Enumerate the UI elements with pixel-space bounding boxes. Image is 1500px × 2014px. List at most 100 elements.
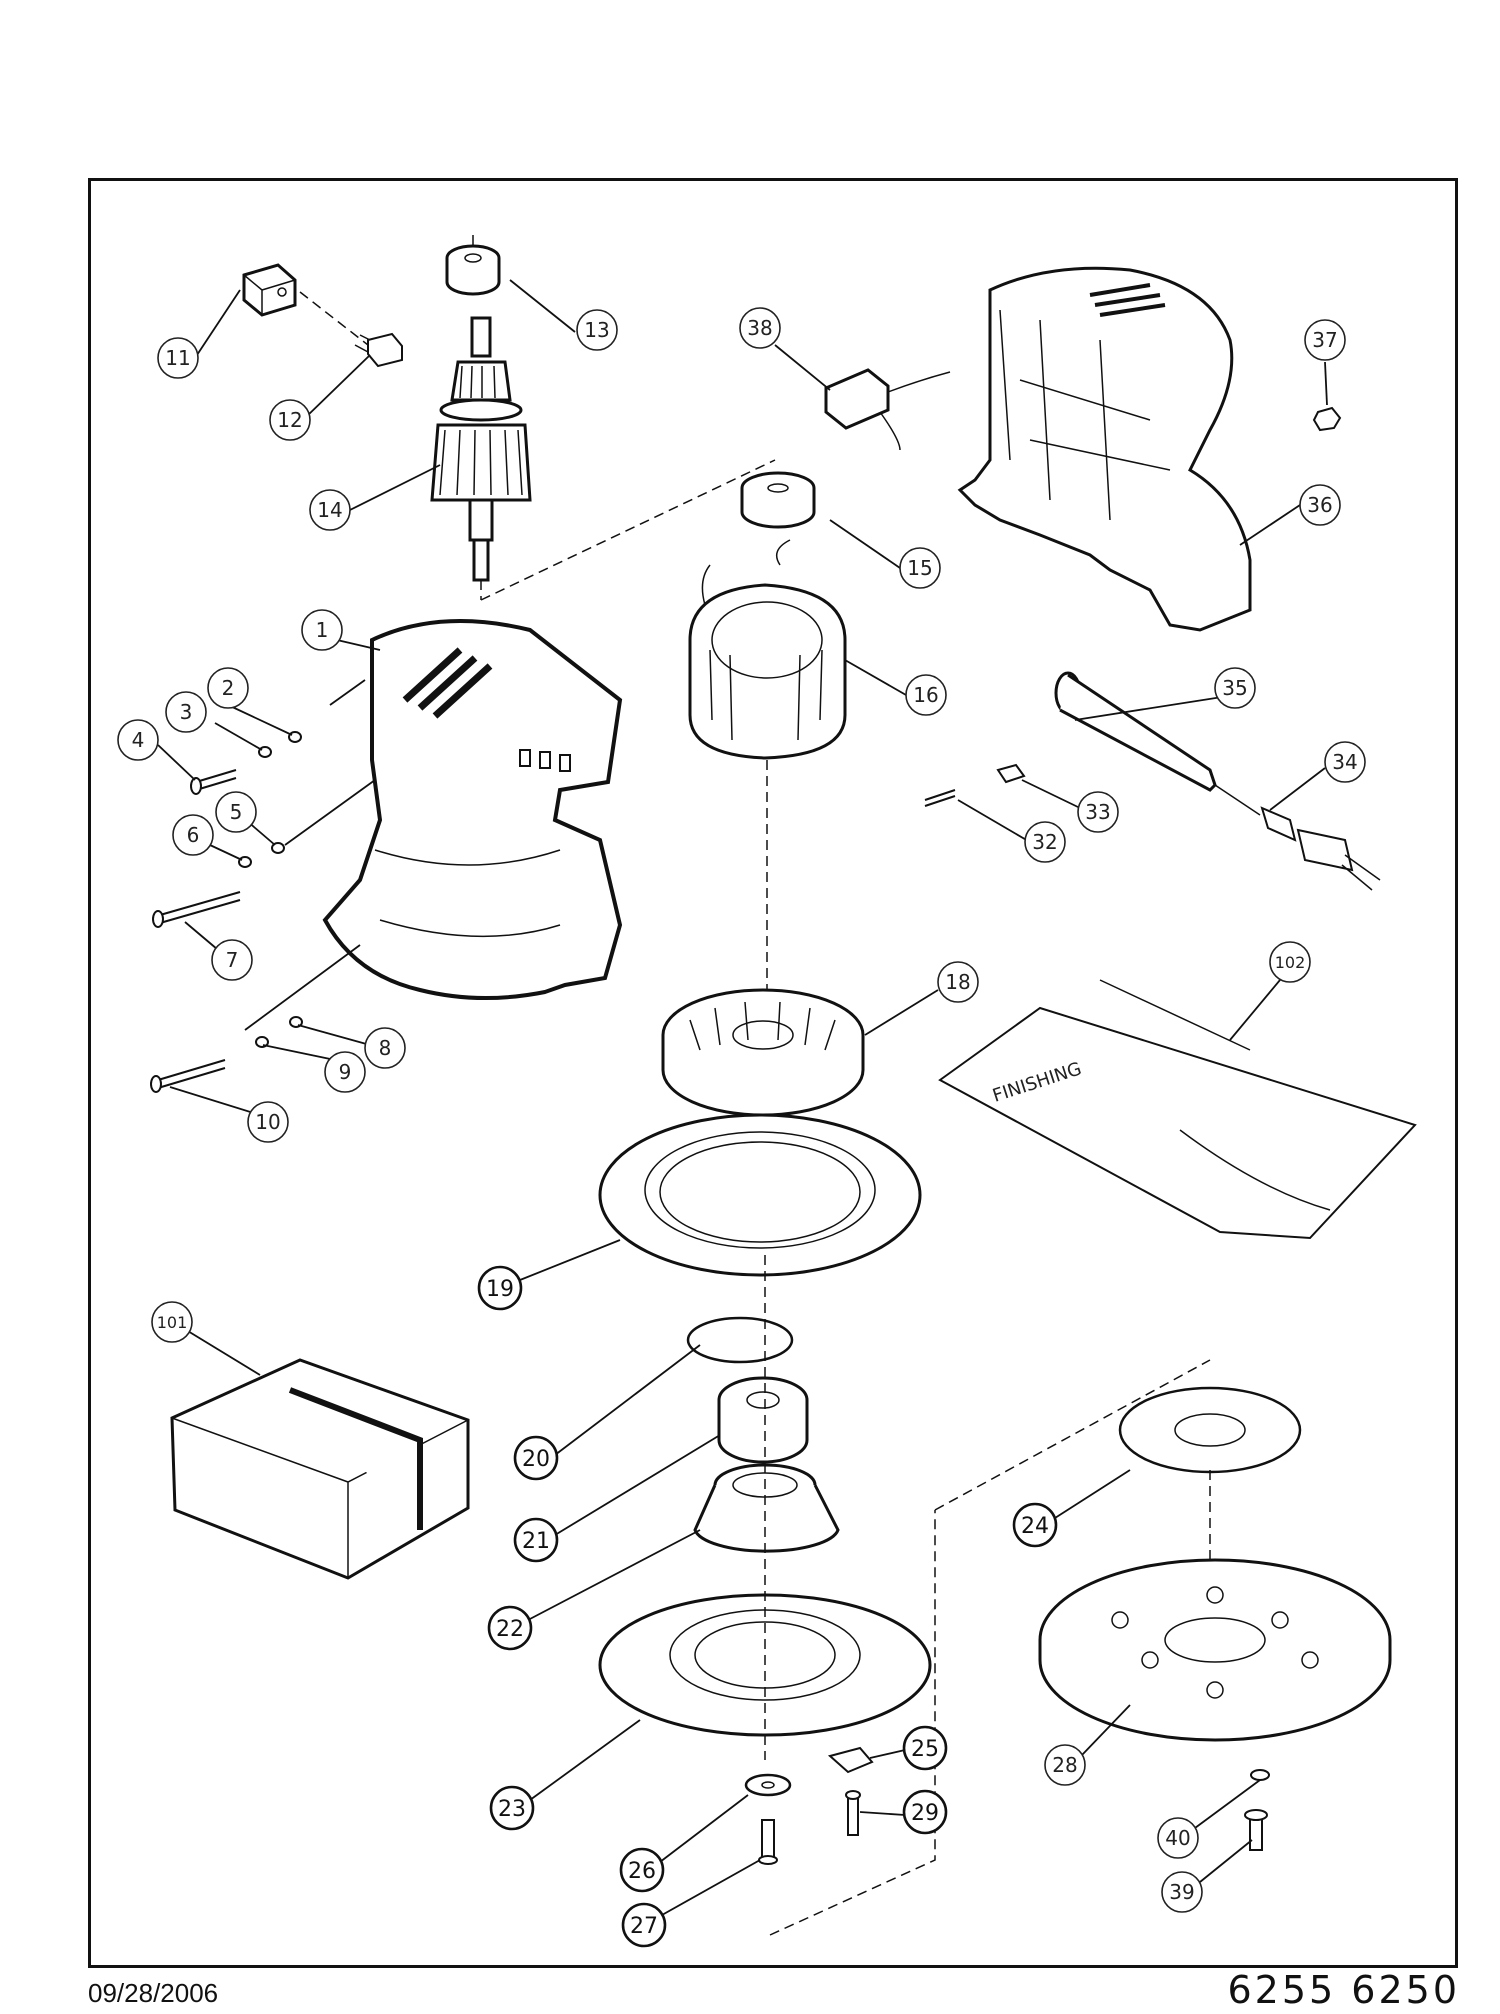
part-24-cushion xyxy=(1118,1386,1302,1474)
diagram-frame xyxy=(88,178,1458,1968)
svg-text:20: 20 xyxy=(522,1447,550,1472)
callout-2: 2 xyxy=(207,667,249,709)
callout-32: 32 xyxy=(1024,821,1066,863)
part-38-switch xyxy=(824,368,951,451)
part-22-balancer xyxy=(693,1463,840,1553)
svg-text:1: 1 xyxy=(316,618,329,642)
callout-5: 5 xyxy=(215,791,257,833)
part-26-washer xyxy=(744,1773,792,1797)
callout-1: 1 xyxy=(301,609,343,651)
svg-text:23: 23 xyxy=(498,1797,526,1822)
callout-28: 28 xyxy=(1044,1744,1086,1786)
svg-text:39: 39 xyxy=(1169,1880,1194,1904)
part-18-fan xyxy=(661,988,865,1117)
callout-13: 13 xyxy=(576,309,618,351)
svg-text:5: 5 xyxy=(230,800,243,824)
svg-text:6: 6 xyxy=(187,823,200,847)
callout-29: 29 xyxy=(902,1789,948,1835)
svg-text:33: 33 xyxy=(1085,800,1110,824)
svg-text:22: 22 xyxy=(496,1617,524,1642)
svg-text:3: 3 xyxy=(180,700,193,724)
part-16-field-stator xyxy=(688,539,847,760)
part-40-washer xyxy=(1250,1769,1270,1781)
part-7-screw xyxy=(152,891,241,928)
part-13-bearing xyxy=(445,244,501,296)
svg-text:34: 34 xyxy=(1332,750,1357,774)
callout-26: 26 xyxy=(619,1847,665,1893)
callout-38: 38 xyxy=(739,307,781,349)
svg-text:8: 8 xyxy=(379,1036,392,1060)
footer-model-numbers: 6255 6250 xyxy=(1227,1968,1460,2012)
svg-text:36: 36 xyxy=(1307,493,1332,517)
footer-date: 09/28/2006 xyxy=(88,1978,219,2008)
callout-39: 39 xyxy=(1161,1871,1203,1913)
callout-7: 7 xyxy=(211,939,253,981)
callout-3: 3 xyxy=(165,691,207,733)
part-36-housing-half xyxy=(957,266,1252,632)
svg-text:102: 102 xyxy=(1275,953,1306,972)
callout-21: 21 xyxy=(513,1517,559,1563)
svg-text:18: 18 xyxy=(945,970,970,994)
svg-text:13: 13 xyxy=(584,318,609,342)
svg-text:101: 101 xyxy=(157,1313,188,1332)
callout-11: 11 xyxy=(157,337,199,379)
part-33-cord-clamp xyxy=(996,763,1026,784)
callout-22: 22 xyxy=(487,1605,533,1651)
callout-102: 102 xyxy=(1269,941,1311,983)
part-4-screw xyxy=(190,769,237,795)
callout-6: 6 xyxy=(172,814,214,856)
part-20-retaining-ring xyxy=(686,1316,794,1364)
svg-text:24: 24 xyxy=(1021,1514,1049,1539)
svg-text:7: 7 xyxy=(226,948,239,972)
leader-lines xyxy=(157,279,1328,1916)
callout-4: 4 xyxy=(117,719,159,761)
part-28-pad xyxy=(1038,1558,1392,1742)
callout-27: 27 xyxy=(621,1902,667,1948)
svg-text:15: 15 xyxy=(907,556,932,580)
part-25-plate xyxy=(827,1746,874,1774)
svg-text:14: 14 xyxy=(317,498,342,522)
svg-text:21: 21 xyxy=(522,1529,550,1554)
callout-23: 23 xyxy=(489,1785,535,1831)
part-10-screw xyxy=(150,1059,226,1093)
part-37-nut xyxy=(1312,406,1342,432)
washers-2-3-5-6-8-9 xyxy=(238,731,303,1048)
part-29-screw xyxy=(845,1790,861,1836)
part-12-carbon-brush xyxy=(354,332,403,368)
callout-10: 10 xyxy=(247,1101,289,1143)
callout-35: 35 xyxy=(1214,667,1256,709)
callout-8: 8 xyxy=(364,1027,406,1069)
svg-text:19: 19 xyxy=(486,1277,514,1302)
svg-text:2: 2 xyxy=(222,676,235,700)
callout-18: 18 xyxy=(937,961,979,1003)
callout-16: 16 xyxy=(905,674,947,716)
callout-24: 24 xyxy=(1012,1502,1058,1548)
callout-36: 36 xyxy=(1299,484,1341,526)
part-1-housing xyxy=(322,619,623,1000)
part-34-cord xyxy=(1214,784,1381,891)
callout-33: 33 xyxy=(1077,791,1119,833)
svg-text:40: 40 xyxy=(1165,1826,1190,1850)
svg-text:10: 10 xyxy=(255,1110,280,1134)
part-15-bearing xyxy=(740,471,816,529)
callout-20: 20 xyxy=(513,1435,559,1481)
callout-14: 14 xyxy=(309,489,351,531)
part-102-instruction-manual: FINISHING xyxy=(938,979,1417,1240)
svg-text:38: 38 xyxy=(747,316,772,340)
part-35-cord-guard xyxy=(1054,671,1217,792)
part-14-armature xyxy=(430,316,532,582)
part-101-carrying-bag xyxy=(170,1358,470,1580)
svg-text:4: 4 xyxy=(132,728,145,752)
svg-text:28: 28 xyxy=(1052,1753,1077,1777)
svg-text:25: 25 xyxy=(911,1737,939,1762)
svg-text:35: 35 xyxy=(1222,676,1247,700)
callout-34: 34 xyxy=(1324,741,1366,783)
svg-text:26: 26 xyxy=(628,1859,656,1884)
callout-19: 19 xyxy=(477,1265,523,1311)
svg-text:32: 32 xyxy=(1032,830,1057,854)
callout-101: 101 xyxy=(151,1301,193,1343)
callout-37: 37 xyxy=(1304,319,1346,361)
callout-25: 25 xyxy=(902,1725,948,1771)
svg-text:12: 12 xyxy=(277,408,302,432)
